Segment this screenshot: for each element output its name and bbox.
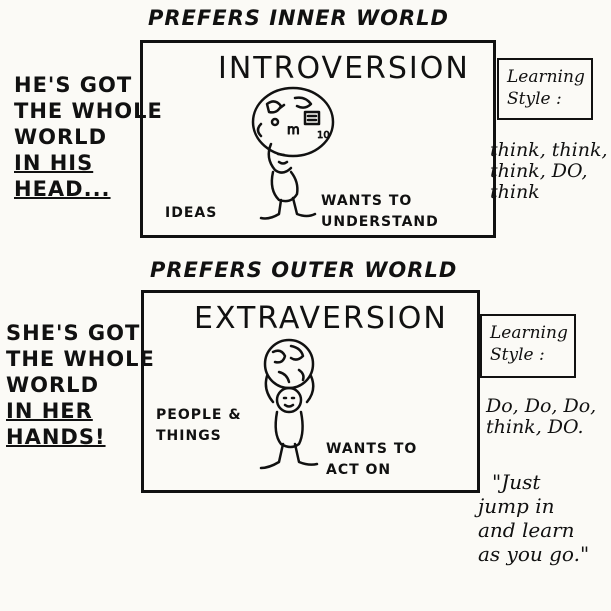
intro-wants-line: WANTS TO xyxy=(321,193,413,209)
extra-quote-line: as you go." xyxy=(478,542,590,566)
svg-text:10: 10 xyxy=(317,130,330,141)
extra-wants-label: WANTS TO ACT ON xyxy=(326,439,417,481)
intro-side-line: HE'S GOT xyxy=(14,73,133,97)
intro-learning-line: Style : xyxy=(507,89,562,109)
intro-side-line: WORLD xyxy=(14,125,107,149)
extra-people-line: PEOPLE & xyxy=(156,407,242,423)
extra-side-line: WORLD xyxy=(6,373,99,397)
extra-quote-line: and learn xyxy=(478,518,575,542)
intro-title: INTROVERSION xyxy=(218,51,470,86)
extra-side-caption: SHE'S GOT THE WHOLE WORLD IN HER HANDS! xyxy=(6,320,155,450)
extra-wants-line: ACT ON xyxy=(326,462,392,478)
introvert-figure-illustration: m 10 xyxy=(251,86,335,220)
intro-side-line: THE WHOLE xyxy=(14,99,163,123)
intro-side-line: HEAD... xyxy=(14,177,111,201)
extra-quote-line: "Just xyxy=(492,470,541,494)
intro-heading: PREFERS INNER WORLD xyxy=(148,6,449,30)
extra-side-line: THE WHOLE xyxy=(6,347,155,371)
intro-steps-line: think, think, xyxy=(490,139,608,161)
intro-learning-style-box: Learning Style : xyxy=(497,58,593,120)
intro-wants-line: UNDERSTAND xyxy=(321,214,439,230)
extra-people-line: THINGS xyxy=(156,428,222,444)
extra-learning-line: Style : xyxy=(490,345,545,365)
extra-steps-line: think, DO. xyxy=(486,416,584,438)
extravert-figure-illustration xyxy=(259,338,319,470)
extra-quote-line: jump in xyxy=(478,494,555,518)
extra-title: EXTRAVERSION xyxy=(194,301,448,336)
extra-learning-style-box: Learning Style : xyxy=(480,314,576,378)
extra-people-label: PEOPLE & THINGS xyxy=(156,405,242,447)
intro-side-line: IN HIS xyxy=(14,151,94,175)
extra-box: EXTRAVERSION PEOPLE & THINGS WANTS TO AC… xyxy=(141,290,480,493)
extra-side-line: SHE'S GOT xyxy=(6,321,141,345)
intro-learning-line: Learning xyxy=(507,67,585,87)
intro-ideas-label: IDEAS xyxy=(165,205,218,221)
intro-steps-line: think, DO, xyxy=(490,160,588,182)
extra-quote: "Just jump in and learn as you go." xyxy=(478,470,589,566)
extra-learning-steps: Do, Do, Do, think, DO. xyxy=(486,396,596,438)
extra-steps-line: Do, Do, Do, xyxy=(486,395,597,417)
extra-side-line: HANDS! xyxy=(6,425,106,449)
intro-wants-label: WANTS TO UNDERSTAND xyxy=(321,191,439,233)
intro-learning-steps: think, think, think, DO, think xyxy=(490,140,608,203)
intro-side-caption: HE'S GOT THE WHOLE WORLD IN HIS HEAD... xyxy=(14,72,163,202)
extra-heading: PREFERS OUTER WORLD xyxy=(150,258,458,282)
intro-box: INTROVERSION IDEAS WANTS TO UNDERSTAND xyxy=(140,40,496,238)
intro-steps-line: think xyxy=(490,181,540,203)
svg-text:m: m xyxy=(287,123,300,138)
extra-side-line: IN HER xyxy=(6,399,93,423)
extra-learning-line: Learning xyxy=(490,323,568,343)
extra-wants-line: WANTS TO xyxy=(326,441,418,457)
